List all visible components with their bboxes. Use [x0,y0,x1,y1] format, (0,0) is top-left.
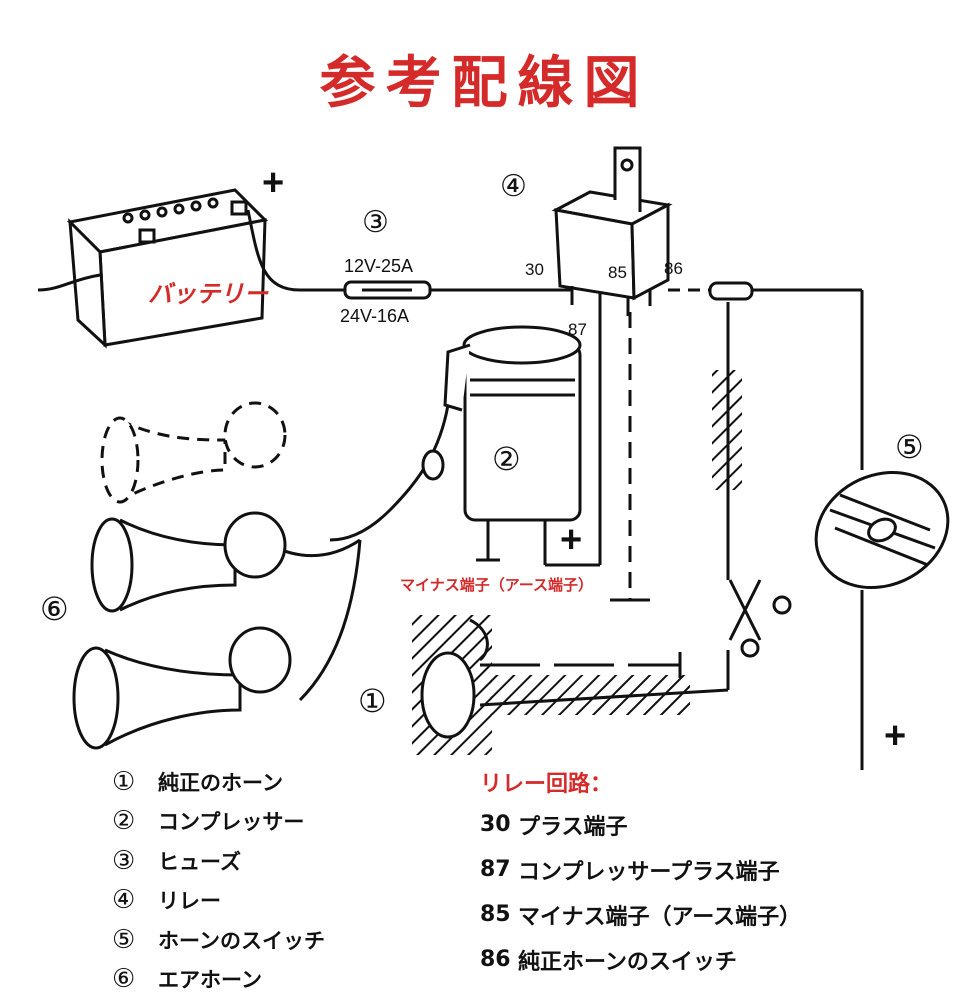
relay-circuit-heading: リレー回路： [480,772,613,797]
legend-label: ヒューズ [158,849,241,874]
fuse [343,280,432,300]
relay-label: 純正ホーンのスイッチ [518,949,737,975]
relay-terminal-85: 85 [608,263,627,282]
legend-label: リレー [158,889,221,914]
relay-label: コンプレッサープラス端子 [518,859,780,885]
switch-number: ⑤ [895,429,924,465]
legend-item: ⑤ ホーンのスイッチ [112,920,472,960]
relay-terminal-30: 30 [525,260,544,279]
relay-label: マイナス端子（アース端子） [518,904,802,930]
legend-label: 純正のホーン [158,770,283,795]
legend-item: ① 純正のホーン [112,762,472,802]
relay-circuit-legend: リレー回路： 30 プラス端子 87 コンプレッサープラス端子 85 マイナス端子（ア… [480,762,960,982]
legend-number: ③ [112,845,136,876]
legend-number: ② [112,806,136,837]
legend-label: ホーンのスイッチ [158,928,325,953]
air-hoses [269,404,450,702]
stock-horn-number: ① [358,683,387,719]
compressor-number: ② [492,441,521,477]
fuse-spec-24v: 24V-16A [340,306,409,326]
relay-code: 87 [480,857,511,882]
stock-horn [412,615,690,755]
legend-item: ② コンプレッサー [112,802,472,842]
fuse-spec-12v: 12V-25A [344,256,413,276]
horn-switch [814,470,950,590]
legend-number: ① [112,766,136,797]
fuse-number: ③ [362,206,389,239]
relay-circuit-item: 86 純正ホーンのスイッチ [480,937,960,982]
relay-circuit-item: 85 マイナス端子（アース端子） [480,892,960,937]
compressor-plus-sign: + [560,519,582,561]
legend-item: ④ リレー [112,881,472,921]
legend-number: ⑥ [112,964,136,995]
wire-connector [708,281,754,301]
legend-number: ⑤ [112,924,136,955]
legend-item: ③ ヒューズ [112,841,472,881]
page-title: 参考配線図 [319,51,650,116]
relay-terminal-86: 86 [664,259,683,278]
scissors-icon [728,579,792,658]
relay-circuit-item: 87 コンプレッサープラス端子 [480,847,960,892]
legend-number: ④ [112,885,136,916]
battery-plus-sign: + [262,162,284,204]
battery [66,188,269,349]
legend-label: コンプレッサー [158,810,305,835]
legend-label: エアホーン [158,968,262,993]
relay-code: 86 [480,947,511,972]
switch-plus-sign: + [884,715,906,757]
relay-terminal-87: 87 [568,320,587,339]
chassis-ground [712,370,742,490]
relay-circuit-item: 30 プラス端子 [480,802,960,847]
legend-item: ⑥ エアホーン [112,960,472,999]
relay-number: ④ [500,170,527,203]
air-horns [72,401,292,750]
minus-terminal-label: マイナス端子（アース端子） [400,576,593,594]
relay [551,146,673,316]
relay-label: プラス端子 [518,814,628,840]
relay-code: 85 [480,902,511,927]
air-horn-number: ⑥ [40,591,69,627]
relay-code: 30 [480,812,511,837]
compressor [443,325,582,562]
battery-label: バッテリー [148,280,269,308]
